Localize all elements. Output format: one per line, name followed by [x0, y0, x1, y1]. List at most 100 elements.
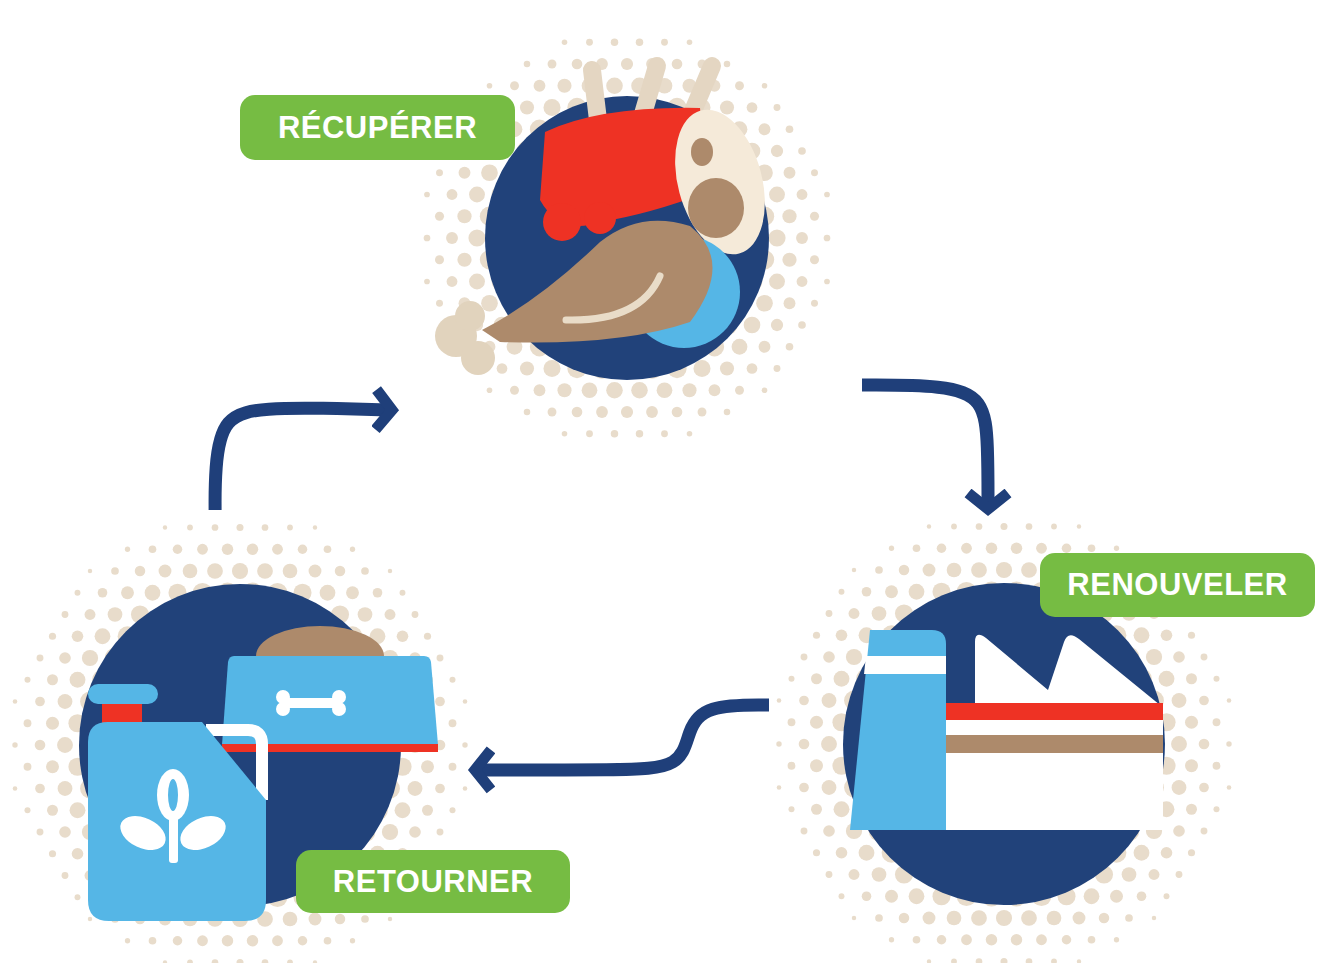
- halo-dot: [548, 60, 557, 69]
- halo-dot: [709, 384, 721, 396]
- halo-dot: [397, 630, 409, 642]
- halo-dot: [437, 655, 444, 662]
- halo-dot: [435, 212, 444, 221]
- halo-dot: [85, 609, 96, 620]
- halo-dot: [487, 83, 493, 89]
- halo-dot: [1021, 562, 1037, 578]
- halo-dot: [1021, 910, 1037, 926]
- halo-dot: [435, 255, 444, 264]
- halo-dot: [149, 545, 157, 553]
- halo-dot: [774, 365, 781, 372]
- halo-dot: [661, 39, 668, 46]
- halo-dot: [852, 916, 856, 920]
- halo-dot: [986, 934, 997, 945]
- rib-meat: [543, 203, 581, 241]
- halo-dot: [449, 719, 457, 727]
- halo-dot: [913, 936, 921, 944]
- halo-dot: [572, 407, 583, 418]
- halo-dot: [548, 408, 557, 417]
- factory-roof: [975, 635, 1160, 705]
- halo-dot: [747, 102, 758, 113]
- halo-dot: [1062, 935, 1072, 945]
- halo-dot: [1164, 893, 1170, 899]
- halo-dot: [1161, 847, 1173, 859]
- halo-dot: [899, 565, 910, 576]
- halo-dot: [447, 276, 458, 287]
- halo-dot: [693, 360, 710, 377]
- halo-dot: [822, 780, 837, 795]
- halo-dot: [70, 672, 86, 688]
- leaf-icon: [157, 769, 189, 821]
- halo-dot: [1188, 632, 1195, 639]
- halo-dot: [1137, 891, 1147, 901]
- halo-dot: [1134, 627, 1150, 643]
- leaf-vein: [168, 779, 178, 811]
- halo-dot: [759, 123, 771, 135]
- halo-dot: [744, 317, 761, 334]
- steak-marrow: [691, 138, 713, 166]
- halo-dot: [212, 959, 219, 963]
- halo-dot: [813, 849, 820, 856]
- halo-dot: [606, 77, 623, 94]
- halo-dot: [909, 584, 925, 600]
- halo-dot: [47, 805, 58, 816]
- halo-dot: [824, 192, 830, 198]
- halo-dot: [350, 938, 355, 943]
- navy-disc: [843, 583, 1165, 905]
- halo-dot: [836, 847, 848, 859]
- halo-dot: [524, 61, 531, 68]
- halo-dot: [98, 588, 108, 598]
- halo-dot: [646, 406, 658, 418]
- halo-dot: [145, 585, 161, 601]
- halo-dot: [13, 699, 18, 704]
- halo-dot: [468, 229, 485, 246]
- halo-dot: [1099, 913, 1110, 924]
- halo-dot: [207, 563, 223, 579]
- halo-dot: [1011, 543, 1022, 554]
- halo-dot: [849, 608, 860, 619]
- halo-dot: [313, 960, 317, 963]
- halo-dot: [543, 99, 560, 116]
- halo-dot: [735, 81, 744, 90]
- halo-dot: [799, 783, 809, 793]
- halo-dot: [283, 564, 298, 579]
- halo-dot: [976, 523, 983, 530]
- halo-dot: [899, 913, 910, 924]
- halo-dot: [762, 387, 768, 393]
- halo-dot: [776, 741, 781, 746]
- step-label: RÉCUPÉRER: [240, 95, 515, 160]
- halo-dot: [822, 693, 837, 708]
- halo-dot: [324, 937, 332, 945]
- halo-dot: [1011, 934, 1022, 945]
- halo-dot: [358, 607, 373, 622]
- halo-dot: [24, 763, 32, 771]
- halo-dot: [1026, 958, 1033, 963]
- halo-dot: [811, 804, 822, 815]
- halo-dot: [447, 189, 458, 200]
- halo-dot: [37, 829, 44, 836]
- halo-dot: [788, 676, 794, 682]
- halo-dot: [46, 717, 59, 730]
- halo-dot: [1173, 825, 1185, 837]
- halo-dot: [70, 802, 86, 818]
- halo-dot: [756, 295, 773, 312]
- halo-dot: [1051, 959, 1057, 963]
- halo-dot: [510, 81, 519, 90]
- halo-dot: [62, 872, 69, 879]
- halo-dot: [57, 737, 73, 753]
- halo-dot: [1227, 785, 1232, 790]
- drumstick-knob: [455, 301, 485, 331]
- halo-dot: [823, 825, 835, 837]
- halo-dot: [543, 360, 560, 377]
- halo-dot: [446, 232, 458, 244]
- halo-dot: [810, 716, 823, 729]
- halo-dot: [534, 384, 546, 396]
- halo-dot: [1227, 698, 1232, 703]
- halo-dot: [947, 911, 962, 926]
- halo-dot: [95, 628, 111, 644]
- halo-dot: [976, 958, 983, 963]
- halo-dot: [611, 39, 618, 46]
- halo-dot: [262, 959, 269, 963]
- rib-bone: [592, 70, 598, 120]
